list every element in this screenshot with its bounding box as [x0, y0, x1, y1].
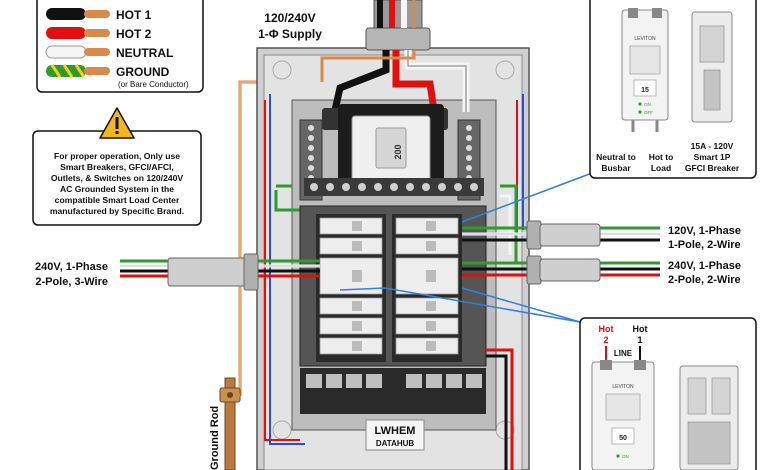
right-circuit-2-label-2: 2-Pole, 2-Wire	[668, 274, 741, 286]
inset-bottom-brand: LEVITON	[612, 384, 634, 390]
wire-legend: HOT 1 HOT 2 NEUTRAL GROUND (or Bare Cond…	[36, 0, 204, 93]
right-circuit-2-label-1: 240V, 1-Phase	[668, 260, 741, 272]
ground-rod-label: Ground Rod	[209, 406, 221, 470]
inset-top-caption-2b: Load	[651, 163, 671, 173]
inset-top-caption-3a: 15A - 120V	[691, 141, 734, 151]
legend-label-neutral: NEUTRAL	[116, 46, 173, 60]
ground-rod	[219, 377, 241, 470]
left-circuit-cable	[120, 253, 320, 291]
inset-bottom-line-label: LINE	[614, 349, 633, 358]
breaker-column-left	[316, 214, 386, 362]
warning-line-6: manufactured by Specific Brand.	[50, 206, 184, 216]
warning-line-1: For proper operation, Only use	[54, 151, 180, 161]
legend-label-ground: GROUND	[116, 65, 170, 79]
warning-line-3: Outlets, & Switches on 120/240V	[51, 173, 184, 183]
breaker-column-right	[392, 214, 462, 362]
legend-label-hot2: HOT 2	[116, 27, 152, 41]
inset-bottom-rating: 50	[619, 435, 627, 442]
inset-top-off: OFF	[644, 110, 653, 115]
warning-line-4: AC Grounded System in the	[60, 184, 174, 194]
legend-wire-hot1	[46, 8, 110, 20]
warning-icon	[99, 107, 135, 139]
supply-voltage: 120/240V	[264, 11, 315, 25]
inset-top-on: ON	[644, 102, 651, 107]
right-circuit-1-label-1: 120V, 1-Phase	[668, 225, 741, 237]
legend-label-ground-sub: (or Bare Conductor)	[118, 80, 189, 89]
inset-top-caption-3c: GFCI Breaker	[685, 163, 740, 173]
inset-top-caption-1a: Neutral to	[596, 152, 636, 162]
legend-wire-ground	[46, 64, 110, 78]
supply-phase: 1-Φ Supply	[258, 27, 322, 41]
pointer-line-bottom	[339, 287, 581, 323]
inset-bottom-hot1-label: Hot	[633, 324, 648, 334]
terminal-strip	[304, 178, 484, 196]
inset-bottom-on: ON	[622, 454, 629, 459]
inset-top-caption-2a: Hot to	[649, 152, 674, 162]
warning-line-2: Smart Breakers, GFCI/AFCI,	[60, 162, 174, 172]
right-circuit-cable-1	[462, 220, 660, 250]
legend-wire-neutral	[45, 45, 110, 59]
inset-top-rating: 15	[641, 87, 649, 94]
inset-top-brand: LEVITON	[634, 36, 656, 42]
pointer-line-top	[461, 169, 601, 223]
right-circuit-1-label-2: 1-Pole, 2-Wire	[668, 239, 741, 251]
panel-brand-sub: DATAHUB	[376, 439, 415, 448]
panel-brand: LWHEM	[375, 425, 416, 437]
inset-top-breaker: LEVITON 15 ON OFF Neutral to Busbar Hot …	[589, 0, 757, 179]
supply-cable	[320, 0, 470, 112]
inset-bottom-breaker: Hot 2 Hot 1 LINE LEVITON 50 ON	[579, 317, 757, 470]
main-breaker-rating: 200	[393, 144, 403, 159]
main-breaker: 200	[338, 104, 444, 194]
warning-line-5: compatible Smart Load Center	[55, 195, 180, 205]
warning-box: For proper operation, Only use Smart Bre…	[32, 107, 202, 226]
legend-wire-hot2	[46, 27, 110, 39]
left-circuit-label-1: 240V, 1-Phase	[35, 261, 108, 273]
inset-bottom-hot2-label: Hot	[599, 324, 614, 334]
bottom-terminal-strip	[300, 368, 486, 414]
panel-brand-label: LWHEM DATAHUB	[365, 419, 425, 451]
inset-top-caption-3b: Smart 1P	[694, 152, 731, 162]
right-circuit-cable-2	[462, 255, 660, 285]
inset-bottom-hot1-num: 1	[637, 335, 642, 345]
inset-top-caption-1b: Busbar	[601, 163, 631, 173]
inset-bottom-hot2-num: 2	[603, 335, 608, 345]
legend-label-hot1: HOT 1	[116, 8, 152, 22]
left-circuit-label-2: 2-Pole, 3-Wire	[35, 276, 108, 288]
